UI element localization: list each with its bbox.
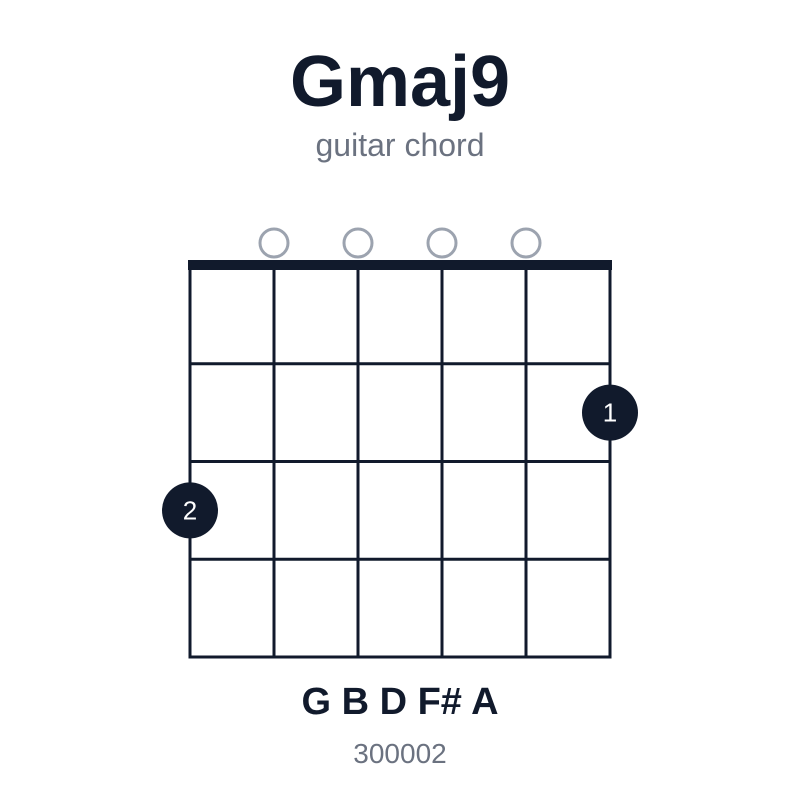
open-string-marker-2 [258,227,290,259]
finger-number-1: 1 [603,398,617,428]
chord-name: Gmaj9 [289,42,511,122]
finger-dot-2 [162,482,218,539]
open-string-markers [258,227,542,259]
open-string-marker-5 [510,227,542,259]
finger-dot-1 [582,384,638,441]
finger-dots: 12 [162,384,638,539]
chord-subtitle: guitar chord [315,127,485,163]
open-string-marker-4 [426,227,458,259]
chord-notes: G B D F# A [301,681,499,723]
open-string-marker-3 [342,227,374,259]
finger-number-2: 2 [183,495,197,525]
nut [188,260,612,270]
chord-fingering: 300002 [353,738,447,769]
fretboard-grid [188,260,612,659]
